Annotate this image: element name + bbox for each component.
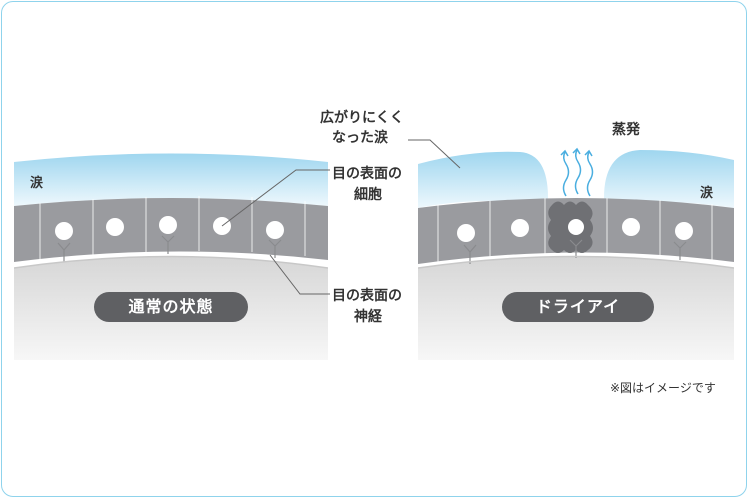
normal-state-panel: [14, 154, 328, 361]
spreading-tear-label-2: なった涙: [332, 128, 388, 149]
tear-label-right: 涙: [700, 183, 713, 204]
surface-nerve-label-2: 神経: [354, 307, 382, 328]
surface-cell-label-2: 細胞: [354, 185, 382, 206]
surface-cell-label-1: 目の表面の: [332, 164, 402, 185]
evaporation-label: 蒸発: [612, 120, 640, 141]
cell: [106, 218, 124, 236]
damaged-cell-nucleus: [568, 219, 584, 235]
cell: [511, 219, 529, 237]
cell: [622, 218, 640, 236]
cell: [159, 216, 177, 234]
cell: [266, 221, 284, 239]
footnote: ※図はイメージです: [610, 378, 716, 399]
cell: [55, 222, 73, 240]
tear-label-left: 涙: [30, 173, 43, 194]
normal-state-badge: 通常の状態: [94, 292, 248, 322]
cell: [457, 224, 475, 242]
cell: [675, 222, 693, 240]
evaporation-arrows: [561, 149, 593, 196]
spreading-tear-label-1: 広がりにくく: [320, 108, 404, 129]
surface-nerve-label-1: 目の表面の: [332, 286, 402, 307]
dry-eye-badge: ドライアイ: [502, 292, 654, 322]
